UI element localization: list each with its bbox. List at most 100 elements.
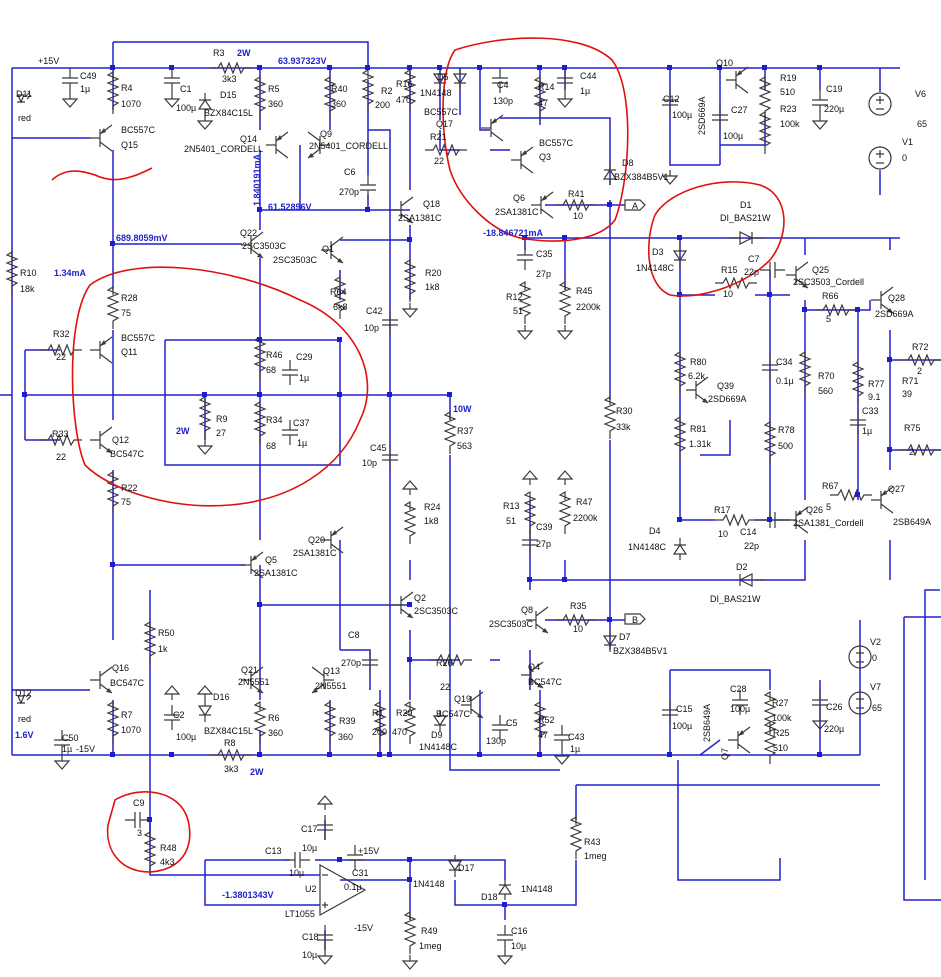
label-Q1-ref: Q1 [322, 244, 334, 254]
annotation-squiggle [51, 167, 153, 181]
label-Q6-ref: Q6 [513, 193, 525, 203]
label-R78-val: 500 [778, 441, 793, 451]
label-Q2-part: 2SC3503C [414, 606, 459, 616]
label-V7-ref: V7 [870, 682, 881, 692]
label-D5-val: 1N4148 [420, 88, 452, 98]
label-R13-ref: R13 [503, 501, 520, 511]
label-Q12-ref: Q12 [112, 435, 129, 445]
label-R66-val: 5 [826, 314, 831, 324]
label-C14-val: 22p [744, 541, 759, 551]
label-R46-ref: R46 [266, 350, 283, 360]
label-D1-val: DI_BAS21W [720, 213, 771, 223]
label-R30-val: 33k [616, 422, 631, 432]
annotation-circle-c9 [106, 791, 191, 873]
label-R35-ref: R35 [570, 601, 587, 611]
label-R17-ref: R17 [714, 505, 731, 515]
label-R45-val: 2200k [576, 302, 601, 312]
label-C33-ref: C33 [862, 406, 879, 416]
label-R71-val: 39 [902, 389, 912, 399]
label-V2-val: 0 [872, 653, 877, 663]
label-R77-val: 9.1 [868, 392, 881, 402]
label-Q15-ref: Q15 [121, 140, 138, 150]
label-Q3-part: BC557C [539, 138, 574, 148]
label-R37-val: 563 [457, 441, 472, 451]
label-R33-val: 22 [56, 452, 66, 462]
label-R49-val: 1meg [419, 941, 442, 951]
label-C13-ref: C13 [265, 846, 282, 856]
label-R14-ref: R14 [538, 82, 555, 92]
label-R22-val: 75 [121, 497, 131, 507]
label-D2-ref: D2 [736, 562, 748, 572]
label-Q13-part: 2N5551 [315, 681, 347, 691]
label-R23-val: 100k [780, 119, 800, 129]
label-C7-val: 22p [744, 267, 759, 277]
label-Q11-part: BC557C [121, 333, 156, 343]
label-R6-val: 360 [268, 728, 283, 738]
label-Q13-ref: Q13 [323, 666, 340, 676]
label-R2-ref: R2 [381, 86, 393, 96]
label-R21-ref: R21 [430, 132, 447, 142]
label-R75-val: 2 [909, 447, 914, 457]
label-R72-ref: R72 [912, 342, 929, 352]
label-C37-ref: C37 [293, 418, 310, 428]
label-C6-ref: C6 [344, 167, 356, 177]
label-C5-ref: C5 [506, 718, 518, 728]
label-R41-ref: R41 [568, 189, 585, 199]
label-C2-ref: C2 [173, 710, 185, 720]
label-R21-val: 22 [434, 156, 444, 166]
label-U2-part: LT1055 [285, 909, 315, 919]
label-R3-ref: R3 [213, 48, 225, 58]
label-R81-ref: R81 [690, 424, 707, 434]
label-Q5-part: 2SA1381C [254, 568, 298, 578]
label-R10-ref: R10 [20, 268, 37, 278]
label-R43-val: 1meg [584, 851, 607, 861]
label-R47-val: 2200k [573, 513, 598, 523]
label-Q7-ref: Q7 [720, 748, 730, 760]
label-Q20-ref: Q20 [308, 535, 325, 545]
label-R30-ref: R30 [616, 406, 633, 416]
label-C49-ref: C49 [80, 71, 97, 81]
label-R9-val: 27 [216, 428, 226, 438]
label-R20-ref: R20 [425, 268, 442, 278]
label-Q7-part: 2SB649A [702, 704, 712, 742]
label-D12-ref: D12 [15, 688, 32, 698]
annotation-circle-bias [71, 266, 369, 507]
label-R4-val: 1070 [121, 99, 141, 109]
label-R16-ref: R16 [396, 79, 413, 89]
label-C18-val: 10µ [302, 950, 317, 960]
label-C12-val: 100µ [672, 110, 692, 120]
label-Q10-part: 2SD669A [697, 96, 707, 135]
label-R25-ref: R25 [773, 728, 790, 738]
label-R20-val: 1k8 [425, 282, 440, 292]
label-C45-ref: C45 [370, 443, 387, 453]
label-C16-ref: C16 [511, 926, 528, 936]
label-R70-val: 560 [818, 386, 833, 396]
label-C29-ref: C29 [296, 352, 313, 362]
label-R29-val: 470 [392, 727, 407, 737]
label-Q18-ref: Q18 [423, 199, 440, 209]
label-D8-val: BZX384B5V1 [614, 172, 669, 182]
label-C7-ref: C7 [748, 254, 760, 264]
label-D15-ref: D15 [220, 90, 237, 100]
annotation-circle-vas [442, 37, 629, 242]
label-R8-ref: R8 [224, 738, 236, 748]
label-D15-val: BZX84C15L [204, 108, 253, 118]
label-R48-ref: R48 [160, 843, 177, 853]
label-Q15-part: BC557C [121, 125, 156, 135]
label-v16: 1.6V [15, 730, 34, 740]
label-R15-ref: R15 [721, 265, 738, 275]
label-R14-val: 47 [538, 98, 548, 108]
label-R9-ref: R9 [216, 414, 228, 424]
label-C17-val: 10µ [302, 843, 317, 853]
label-D4-val: 1N4148C [628, 542, 667, 552]
label-D17-ref: D17 [458, 863, 475, 873]
label-R78-ref: R78 [778, 425, 795, 435]
label-R1-val: 200 [372, 727, 387, 737]
label-R34-val: 68 [266, 441, 276, 451]
label-R17-val: 10 [718, 529, 728, 539]
label-C44-val: 1µ [580, 86, 590, 96]
label-Q8-ref: Q8 [521, 605, 533, 615]
label-C13-val: 10µ [289, 868, 304, 878]
label-i1: 1.840191mA [252, 153, 262, 206]
label-Q17-part: BC557C [424, 107, 459, 117]
